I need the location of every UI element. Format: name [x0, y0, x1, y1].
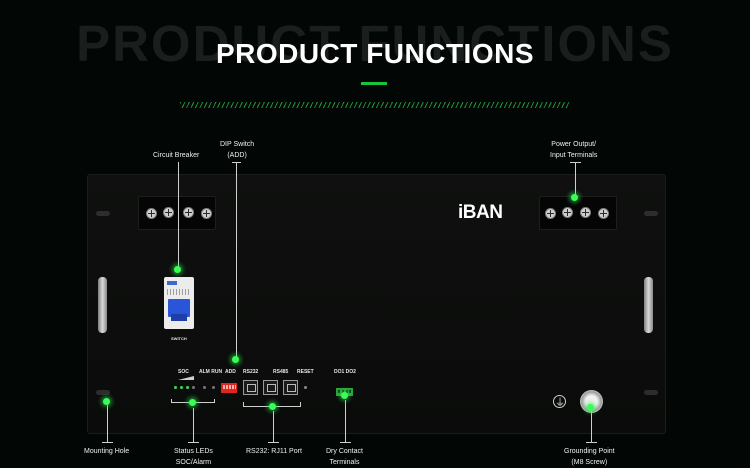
callout-dot-dry [341, 392, 348, 399]
leader-line [300, 402, 301, 407]
callout-circuit-breaker: Circuit Breaker [153, 152, 200, 159]
ground-symbol-icon [553, 394, 566, 409]
rs485-port-2[interactable] [283, 380, 298, 395]
leader-line [107, 405, 108, 442]
leader-line [232, 162, 241, 163]
callout-status-leds: Status LEDs SOC/Alarm [174, 446, 213, 468]
led-indicator-icon [212, 386, 215, 389]
rs232-port[interactable] [243, 380, 258, 395]
leader-line [243, 402, 244, 407]
grounding-screw [580, 390, 603, 413]
leader-line [273, 411, 274, 442]
callout-dip-line2: (ADD) [227, 152, 247, 159]
decorative-hatch-divider [180, 102, 570, 108]
callout-power-line2: Input Terminals [550, 152, 598, 159]
mounting-slot [96, 390, 110, 395]
leader-line [102, 442, 113, 443]
callout-dot-breaker [174, 266, 181, 273]
leader-line [345, 400, 346, 442]
page-title: PRODUCT FUNCTIONS [215, 38, 535, 69]
rs485-port[interactable] [263, 380, 278, 395]
reset-button[interactable] [304, 386, 307, 389]
callout-dip-switch: DIP Switch (ADD) [220, 139, 254, 161]
led-indicator-icon [203, 386, 206, 389]
callout-dot-power [571, 194, 578, 201]
callout-dot-rs [269, 403, 276, 410]
callout-dry-contact: Dry Contact Terminals [326, 446, 363, 468]
screw-icon [545, 208, 556, 219]
led-indicator-icon [174, 386, 177, 389]
leader-line [591, 410, 592, 442]
mounting-slot [644, 211, 658, 216]
breaker-brand-label [167, 281, 177, 285]
mounting-slot [96, 211, 110, 216]
leader-line [340, 442, 351, 443]
add-label: ADD [225, 369, 236, 375]
leader-line [575, 162, 576, 198]
background-watermark-title: PRODUCT FUNCTIONS [76, 15, 674, 72]
soc-label: SOC [178, 369, 189, 375]
callout-dip-line1: DIP Switch [220, 141, 255, 148]
screw-icon [598, 208, 609, 219]
callout-dot-mounting [103, 398, 110, 405]
callout-power-line1: Power Output/ [551, 141, 597, 148]
callout-power-terminals: Power Output/ Input Terminals [550, 139, 597, 161]
leader-line [214, 399, 215, 403]
callout-ground-line1: Grounding Point [564, 448, 615, 455]
led-indicator-icon [192, 386, 195, 389]
leader-line [178, 162, 179, 270]
screw-icon [163, 207, 174, 218]
left-handle [98, 277, 107, 333]
breaker-grille [167, 289, 191, 295]
breaker-lever-base [171, 314, 187, 321]
leader-line [586, 442, 597, 443]
callout-mounting-hole: Mounting Hole [84, 448, 130, 455]
callout-dot-dip [232, 356, 239, 363]
leader-line [193, 408, 194, 442]
rs485-label: RS485 [273, 369, 289, 375]
screw-icon [580, 207, 591, 218]
brand-logo: iBAN [458, 202, 503, 223]
do-label: DO1 DO2 [334, 369, 356, 375]
right-handle [644, 277, 653, 333]
soc-level-indicator [178, 376, 194, 380]
dip-switch[interactable] [221, 383, 237, 393]
led-indicator-icon [186, 386, 189, 389]
leader-line [171, 399, 172, 403]
leader-line [268, 442, 279, 443]
callout-dot-ground [587, 404, 594, 411]
rs232-label: RS232 [243, 369, 259, 375]
leader-line [570, 162, 581, 163]
screw-icon [201, 208, 212, 219]
callout-status-line1: Status LEDs [174, 448, 213, 455]
screw-icon [562, 207, 573, 218]
callout-dry-line1: Dry Contact [326, 448, 363, 455]
leader-line [236, 162, 237, 358]
callout-rs-port: RS232: RJ11 Port [246, 448, 302, 455]
mounting-slot [644, 390, 658, 395]
callout-dot-status [189, 399, 196, 406]
screw-icon [146, 208, 157, 219]
circuit-breaker [164, 277, 194, 329]
breaker-lever [168, 299, 190, 317]
alm-run-label: ALM RUN [199, 369, 223, 375]
breaker-switch-label: SWITCH [171, 336, 187, 341]
title-underline [361, 82, 387, 85]
leader-line [188, 442, 199, 443]
led-indicator-icon [180, 386, 183, 389]
screw-icon [183, 207, 194, 218]
callout-grounding: Grounding Point (M8 Screw) [564, 446, 615, 468]
reset-label: RESET [297, 369, 314, 375]
